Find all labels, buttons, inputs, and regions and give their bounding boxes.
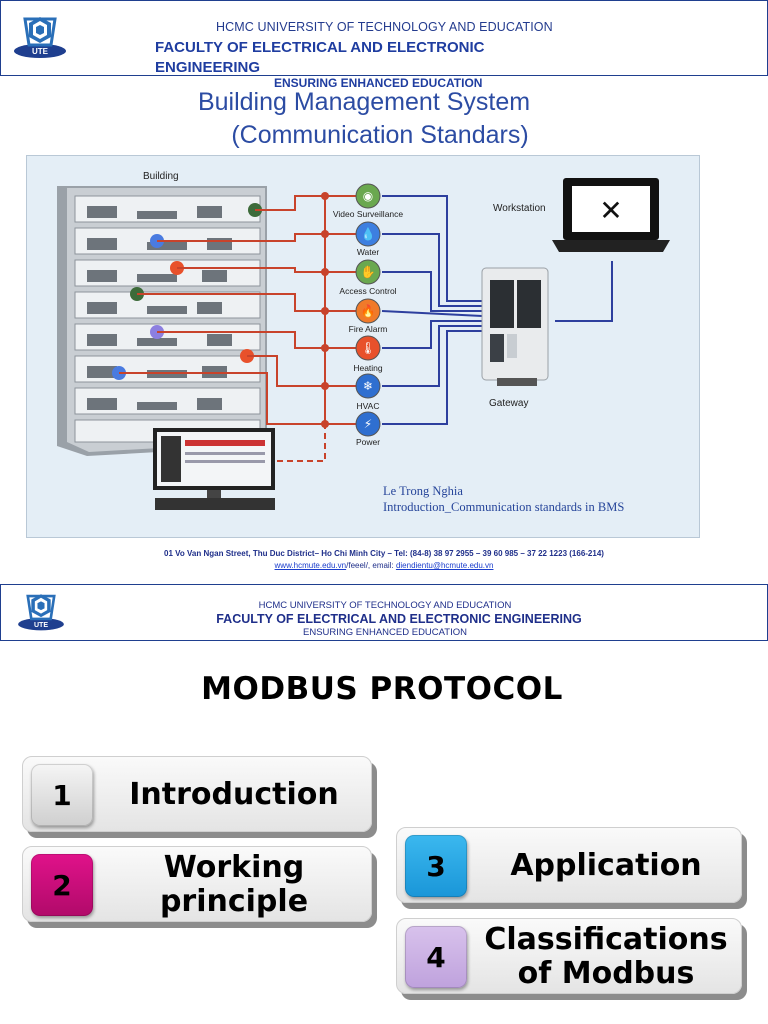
slide2-header: UTE HCMC UNIVERSITY OF TECHNOLOGY AND ED… xyxy=(0,584,768,641)
website-suffix: /feeel/, email: xyxy=(346,561,396,570)
bms-diagram-drawing: ◉ 💧 ✋ 🔥 🌡 ❄ ⚡ ✕ xyxy=(57,178,670,510)
slide2-title: MODBUS PROTOCOL xyxy=(201,671,563,707)
svg-text:🔥: 🔥 xyxy=(361,304,376,318)
agenda-number-badge: 4 xyxy=(405,926,467,988)
agenda-number-badge: 2 xyxy=(31,854,93,916)
university-name: HCMC UNIVERSITY OF TECHNOLOGY AND EDUCAT… xyxy=(258,600,512,611)
agenda-item-label: Classifications of Modbus xyxy=(484,922,728,991)
device-label-heating: Heating xyxy=(353,363,383,373)
agenda-item-application[interactable]: 3 Application xyxy=(396,827,742,903)
svg-text:◉: ◉ xyxy=(363,189,373,203)
agenda-item-introduction[interactable]: 1 Introduction xyxy=(22,756,372,832)
ute-logo: UTE xyxy=(11,589,71,633)
power-bolt-icon xyxy=(355,411,381,437)
snowflake-icon xyxy=(355,373,381,399)
svg-text:🌡: 🌡 xyxy=(360,341,375,355)
tagline: ENSURING ENHANCED EDUCATION xyxy=(303,627,467,638)
author-name: Le Trong Nghia xyxy=(383,484,463,498)
author-course: Introduction_Communication standards in … xyxy=(383,500,625,514)
author-caption: Le Trong Nghia Introduction_Communicatio… xyxy=(383,483,624,515)
workstation-laptop: ✕ xyxy=(552,178,670,252)
agenda-number-badge: 3 xyxy=(405,835,467,897)
footer-address: 01 Vo Van Ngan Street, Thu Duc District–… xyxy=(164,549,604,558)
hand-scan-icon xyxy=(355,259,381,285)
control-monitor xyxy=(153,428,275,510)
gateway-label: Gateway xyxy=(489,398,529,409)
workstation-label: Workstation xyxy=(493,203,546,214)
water-drop-icon xyxy=(355,221,381,247)
camera-icon xyxy=(355,183,381,209)
building-label: Building xyxy=(143,171,179,182)
agenda-item-classifications[interactable]: 4 Classifications of Modbus xyxy=(396,918,742,994)
svg-text:✕: ✕ xyxy=(599,194,622,227)
thermometer-icon xyxy=(355,335,381,361)
website-link[interactable]: www.hcmute.edu.vn xyxy=(274,561,347,570)
agenda-number-badge: 1 xyxy=(31,764,93,826)
flame-icon xyxy=(355,298,381,324)
agenda-item-label: Introduction xyxy=(129,777,339,812)
faculty-name: FACULTY OF ELECTRICAL AND ELECTRONIC ENG… xyxy=(155,39,485,76)
device-label-hvac: HVAC xyxy=(356,401,380,411)
slide1-header: UTE HCMC UNIVERSITY OF TECHNOLOGY AND ED… xyxy=(0,0,768,76)
faculty-name: FACULTY OF ELECTRICAL AND ELECTRONIC ENG… xyxy=(216,612,582,626)
slide1-title-line2: (Communication Standars) xyxy=(231,121,529,149)
university-name: HCMC UNIVERSITY OF TECHNOLOGY AND EDUCAT… xyxy=(216,20,553,34)
svg-text:✋: ✋ xyxy=(361,265,376,279)
agenda-item-label: Working principle xyxy=(159,850,309,919)
svg-text:❄: ❄ xyxy=(363,379,373,393)
logo-text: UTE xyxy=(32,47,49,56)
device-label-power: Power xyxy=(355,437,381,447)
logo-text: UTE xyxy=(34,622,48,629)
device-label-water: Water xyxy=(356,247,380,257)
agenda-item-working-principle[interactable]: 2 Working principle xyxy=(22,846,372,922)
email-link[interactable]: diendientu@hcmute.edu.vn xyxy=(395,561,494,570)
tagline: ENSURING ENHANCED EDUCATION xyxy=(274,76,483,90)
slide1-title-line1: Building Management System xyxy=(197,88,531,116)
agenda-item-label: Application xyxy=(510,848,702,883)
slide-building-management: UTE HCMC UNIVERSITY OF TECHNOLOGY AND ED… xyxy=(0,0,768,570)
device-label-video-surveillance: Video Surveillance xyxy=(332,209,404,219)
device-label-access-control: Access Control xyxy=(339,286,397,296)
ute-logo: UTE xyxy=(11,11,69,61)
bms-diagram: ◉ 💧 ✋ 🔥 🌡 ❄ ⚡ ✕ xyxy=(26,155,700,538)
svg-text:⚡: ⚡ xyxy=(364,417,372,431)
device-label-fire-alarm: Fire Alarm xyxy=(348,324,388,334)
gateway-device xyxy=(481,267,549,386)
svg-text:💧: 💧 xyxy=(361,227,376,241)
footer-contact: www.hcmute.edu.vn/feeel/, email: diendie… xyxy=(0,561,768,570)
